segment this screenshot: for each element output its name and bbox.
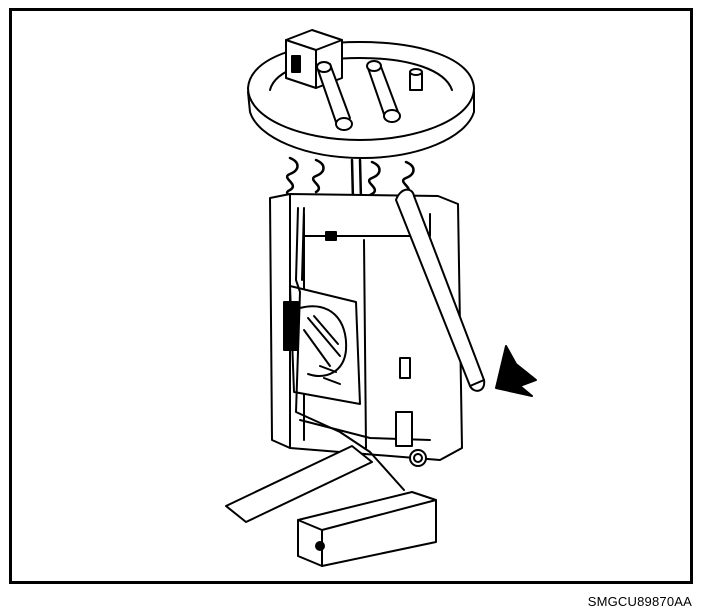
fuel-level-sender bbox=[283, 285, 361, 405]
fuel-outlet-tube bbox=[316, 61, 353, 131]
vent-nipple bbox=[409, 68, 423, 91]
module-flange bbox=[247, 41, 475, 159]
arrow-icon bbox=[495, 345, 537, 397]
fuel-hose bbox=[395, 188, 486, 392]
fuel-strainer bbox=[297, 491, 437, 567]
ground-strap bbox=[225, 445, 373, 523]
wiring-harness bbox=[295, 207, 405, 491]
hose-clip bbox=[395, 357, 427, 467]
fuel-return-tube bbox=[366, 60, 401, 123]
figure-code: SMGCU89870AA bbox=[587, 594, 692, 609]
